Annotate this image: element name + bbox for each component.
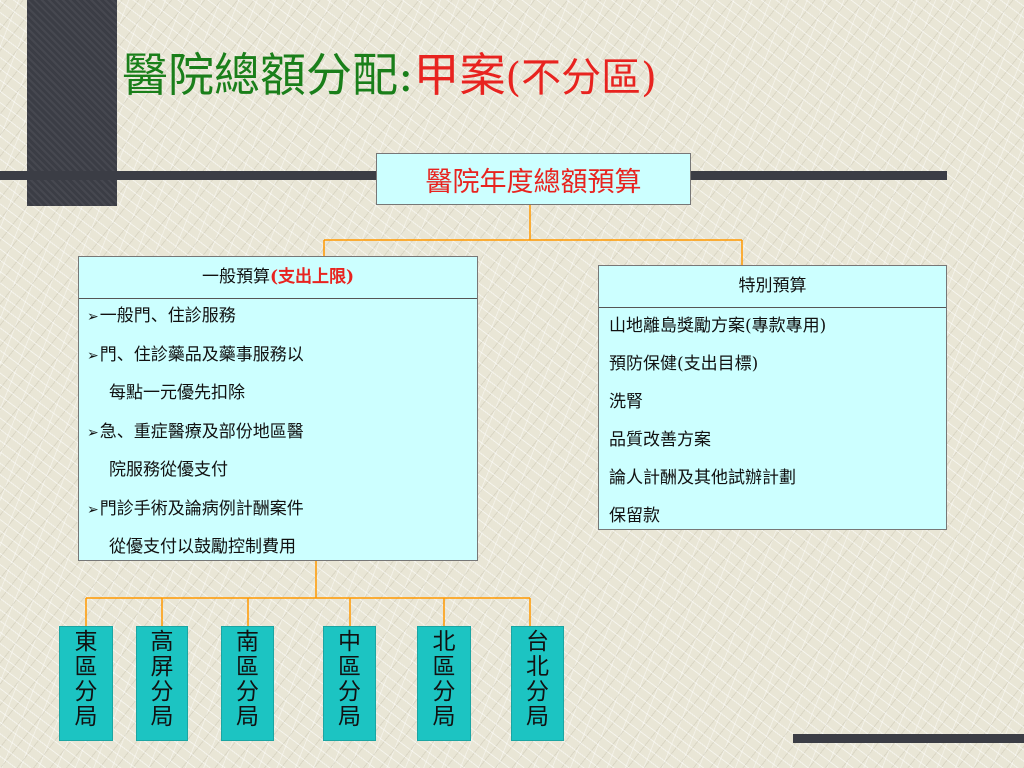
region-box-east: 東區分局: [59, 626, 113, 741]
region-char: 南: [236, 629, 259, 655]
region-box-south: 南區分局: [221, 626, 274, 741]
general-budget-heading: 一般預算(支出上限): [79, 257, 477, 299]
list-item: ➢門、住診藥品及藥事服務以: [87, 340, 477, 379]
arrow-bullet-icon: ➢: [87, 309, 99, 325]
decorative-bottom-bar: [793, 734, 1024, 743]
list-item: 預防保健(支出目標): [609, 354, 759, 374]
list-item-continuation: 每點一元優先扣除: [87, 378, 477, 417]
general-budget-box: 一般預算(支出上限) ➢一般門、住診服務 ➢門、住診藥品及藥事服務以 每點一元優…: [78, 256, 478, 561]
region-char: 屏: [150, 654, 174, 680]
region-char: 區: [236, 654, 259, 680]
general-budget-list: ➢一般門、住診服務 ➢門、住診藥品及藥事服務以 每點一元優先扣除 ➢急、重症醫療…: [79, 299, 477, 571]
general-budget-heading-text: 一般預算: [201, 267, 270, 287]
list-item: ➢一般門、住診服務: [87, 301, 477, 340]
list-item: 品質改善方案: [609, 430, 711, 450]
region-char: 北: [526, 654, 549, 680]
list-item: 保留款: [609, 506, 660, 526]
region-char: 局: [74, 704, 98, 730]
special-budget-heading: 特別預算: [599, 266, 946, 308]
region-char: 東: [74, 629, 98, 655]
list-item-text: 急、重症醫療及部份地區醫: [99, 421, 304, 442]
list-item-continuation: 院服務從優支付: [87, 455, 477, 494]
region-box-taipei: 台北分局: [511, 626, 564, 741]
arrow-bullet-icon: ➢: [87, 347, 99, 364]
region-char: 分: [338, 679, 361, 705]
region-char: 局: [150, 704, 174, 730]
special-budget-box: 特別預算 山地離島獎勵方案(專款專用) 預防保健(支出目標) 洗腎 品質改善方案…: [598, 265, 947, 530]
region-char: 分: [236, 679, 259, 705]
list-item: ➢門診手術及論病例計酬案件: [87, 494, 477, 533]
region-char: 分: [150, 679, 174, 705]
region-box-kaoping: 高屏分局: [136, 626, 188, 741]
special-budget-list: 山地離島獎勵方案(專款專用) 預防保健(支出目標) 洗腎 品質改善方案 論人計酬…: [599, 308, 946, 537]
list-item: 山地離島獎勵方案(專款專用): [609, 316, 827, 336]
list-item-text: 門診手術及論病例計酬案件: [99, 498, 304, 519]
title-paren: (不分區): [505, 55, 657, 101]
region-char: 北: [432, 629, 456, 655]
region-char: 區: [74, 654, 98, 680]
general-budget-heading-accent: (支出上限): [269, 267, 355, 287]
region-char: 局: [432, 704, 456, 730]
list-item: 論人計酬及其他試辦計劃: [609, 468, 796, 488]
arrow-bullet-icon: ➢: [87, 424, 99, 441]
region-box-central: 中區分局: [323, 626, 376, 741]
root-budget-box: 醫院年度總額預算: [376, 153, 691, 205]
region-char: 區: [432, 654, 456, 680]
root-budget-label: 醫院年度總額預算: [425, 166, 642, 198]
region-char: 中: [338, 629, 361, 655]
region-char: 區: [338, 654, 361, 680]
region-char: 局: [236, 704, 259, 730]
arrow-bullet-icon: ➢: [87, 501, 99, 518]
list-item-text: 門、住診藥品及藥事服務以: [99, 344, 304, 365]
slide-title: 醫院總額分配:甲案(不分區): [122, 52, 657, 98]
list-item-continuation: 從優支付以鼓勵控制費用: [87, 532, 477, 571]
list-item-text: 一般門、住診服務: [99, 306, 236, 326]
region-char: 高: [150, 629, 174, 655]
title-main: 醫院總額分配:: [122, 48, 414, 102]
region-box-north: 北區分局: [417, 626, 471, 741]
list-item-text: 從優支付以鼓勵控制費用: [109, 537, 296, 557]
list-item: ➢急、重症醫療及部份地區醫: [87, 417, 477, 456]
region-char: 分: [74, 679, 98, 705]
list-item: 洗腎: [609, 392, 643, 412]
region-char: 局: [338, 704, 361, 730]
list-item-text: 每點一元優先扣除: [109, 383, 245, 403]
region-char: 台: [526, 629, 549, 655]
region-char: 分: [526, 679, 549, 705]
title-accent: 甲案: [413, 48, 506, 102]
special-budget-heading-text: 特別預算: [738, 276, 807, 296]
region-char: 分: [432, 679, 456, 705]
list-item-text: 院服務從優支付: [109, 460, 228, 480]
region-char: 局: [526, 704, 549, 730]
